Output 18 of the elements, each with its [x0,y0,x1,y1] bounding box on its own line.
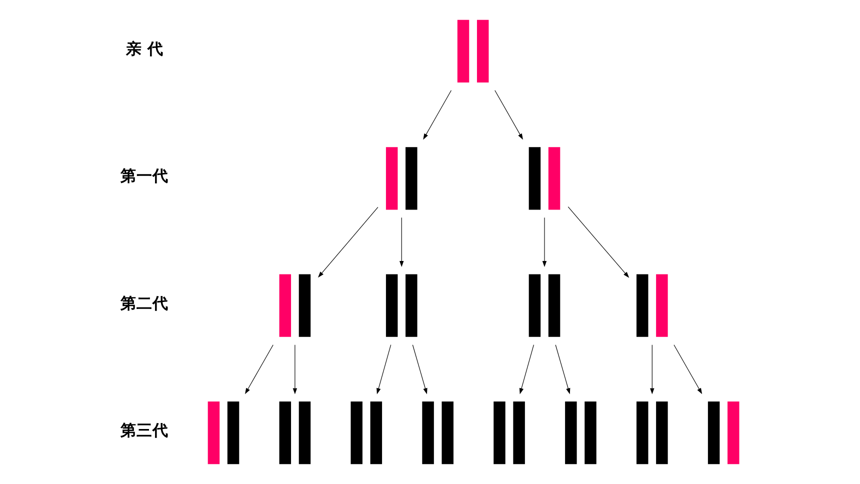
arrow [376,344,392,394]
arrow [412,344,428,394]
arrow [423,90,452,140]
arrow [245,344,274,394]
arrow [568,206,630,278]
arrow [400,217,404,268]
label: 第一代 [120,166,169,186]
arrow [494,90,523,140]
arrow [555,344,570,394]
label: 第二代 [120,293,169,312]
arrow [519,344,534,394]
arrow [650,344,654,394]
arrow [292,344,298,394]
arrow [542,217,547,268]
arrow [318,206,378,278]
label: 第三代 [120,420,169,440]
arrow [674,344,702,394]
label: 亲 代 [126,38,164,58]
